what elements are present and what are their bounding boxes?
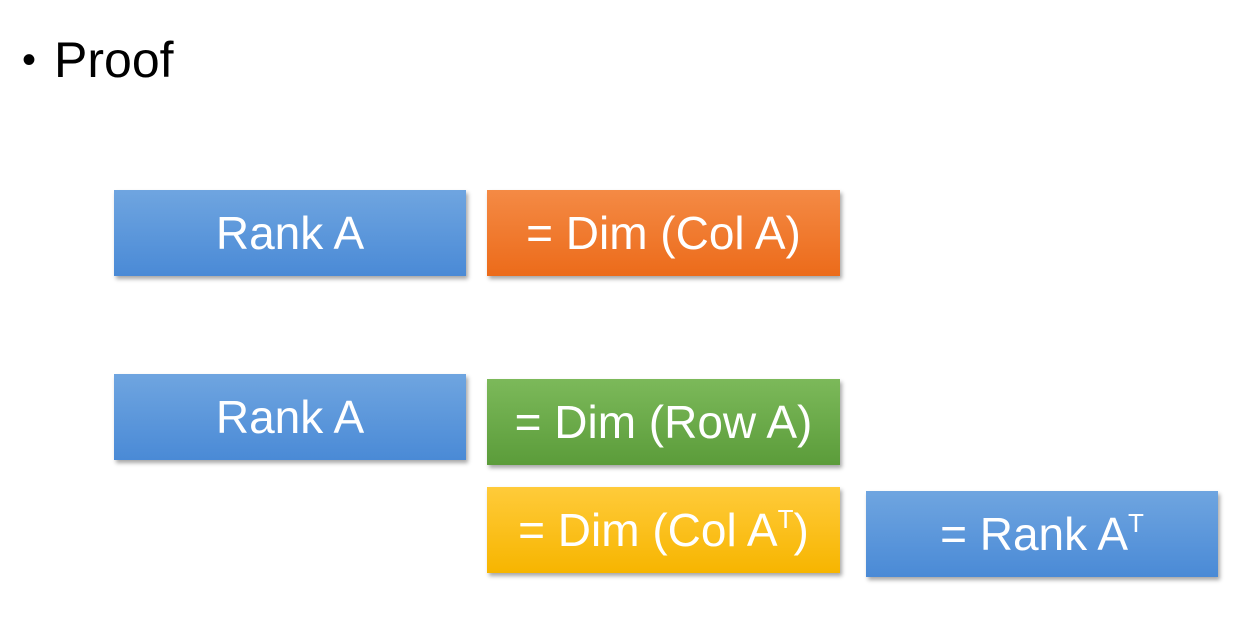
rank-a-label-bottom: Rank A xyxy=(215,391,365,443)
dim-col-a-label: = Dim (Col A) xyxy=(526,207,801,259)
rank-a-transpose-label: = Rank AT xyxy=(940,507,1144,561)
rank-a-box-top: Rank A xyxy=(114,190,466,276)
dim-col-a-transpose-suffix: ) xyxy=(793,504,809,556)
proof-title: Proof xyxy=(54,32,174,88)
dim-row-a-label: = Dim (Row A) xyxy=(514,396,813,448)
rank-a-transpose-prefix: = Rank A xyxy=(940,508,1129,560)
dim-col-a-transpose-label: = Dim (Col AT) xyxy=(518,503,809,557)
dim-row-a-box: = Dim (Row A) xyxy=(487,379,840,465)
dim-col-a-transpose-prefix: = Dim (Col A xyxy=(518,504,778,556)
rank-a-transpose-box: = Rank AT xyxy=(866,491,1218,577)
transpose-superscript: T xyxy=(777,504,794,534)
rank-a-box-bottom: Rank A xyxy=(114,374,466,460)
dim-col-a-box: = Dim (Col A) xyxy=(487,190,840,276)
rank-a-label-top: Rank A xyxy=(215,207,365,259)
proof-heading: • Proof xyxy=(22,28,174,92)
transpose-superscript-rank: T xyxy=(1128,508,1144,538)
dim-col-a-transpose-box: = Dim (Col AT) xyxy=(487,487,840,573)
bullet-dot: • xyxy=(22,38,37,82)
